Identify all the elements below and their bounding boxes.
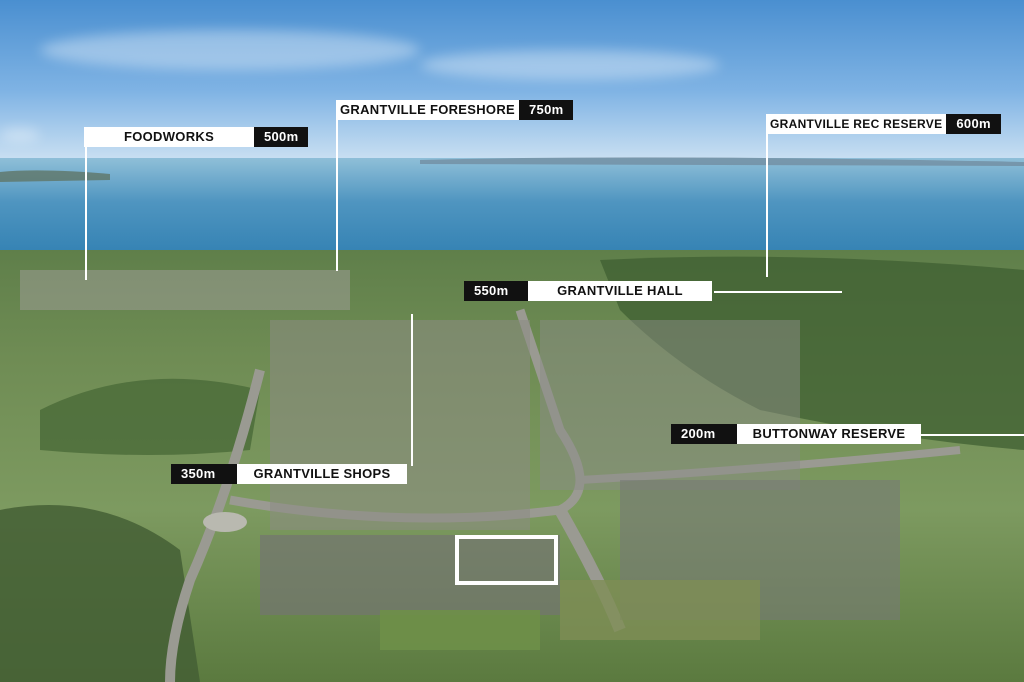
label-buttonway-distance: 200m bbox=[671, 424, 737, 444]
pin-line-foreshore bbox=[336, 101, 338, 271]
town-detail bbox=[0, 256, 1024, 682]
label-rec-reserve-name: GRANTVILLE REC RESERVE bbox=[766, 114, 947, 134]
label-buttonway: 200m BUTTONWAY RESERVE bbox=[671, 424, 921, 444]
label-hall-distance: 550m bbox=[464, 281, 528, 301]
label-buttonway-name: BUTTONWAY RESERVE bbox=[737, 424, 921, 444]
horizon-land bbox=[0, 157, 1024, 182]
label-shops: 350m GRANTVILLE SHOPS bbox=[171, 464, 407, 484]
label-rec-reserve-distance: 600m bbox=[946, 114, 1001, 134]
sea bbox=[0, 158, 1024, 268]
pin-line-foodworks bbox=[85, 128, 87, 280]
label-shops-name: GRANTVILLE SHOPS bbox=[237, 464, 407, 484]
label-foodworks: FOODWORKS 500m bbox=[84, 127, 309, 147]
pin-line-shops bbox=[411, 314, 413, 466]
label-rec-reserve: GRANTVILLE REC RESERVE 600m bbox=[766, 114, 1001, 134]
label-hall-name: GRANTVILLE HALL bbox=[528, 281, 712, 301]
label-foodworks-distance: 500m bbox=[254, 127, 309, 147]
property-highlight bbox=[455, 535, 558, 585]
label-foreshore-name: GRANTVILLE FORESHORE bbox=[336, 100, 520, 120]
pin-line-buttonway bbox=[921, 434, 1024, 436]
label-foodworks-name: FOODWORKS bbox=[84, 127, 254, 147]
pin-line-hall bbox=[714, 291, 842, 293]
pin-line-rec-reserve bbox=[766, 115, 768, 277]
label-foreshore: GRANTVILLE FORESHORE 750m bbox=[336, 100, 574, 120]
label-shops-distance: 350m bbox=[171, 464, 237, 484]
label-foreshore-distance: 750m bbox=[519, 100, 574, 120]
label-hall: 550m GRANTVILLE HALL bbox=[464, 281, 712, 301]
